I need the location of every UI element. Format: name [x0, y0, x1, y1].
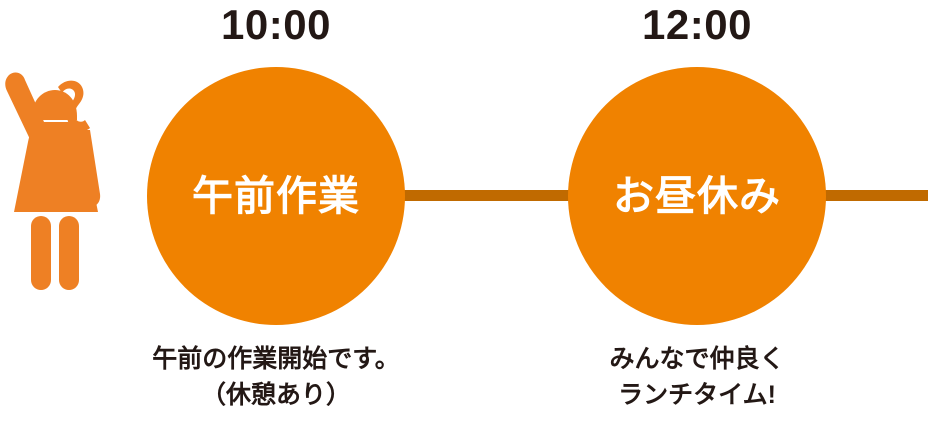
timeline-caption-2-line-1: みんなで仲良く — [609, 345, 785, 373]
time-label-1: 10:00 — [221, 1, 331, 48]
timeline-caption-1: 午前の作業開始です。 （休憩あり） — [126, 341, 426, 414]
connector-line-segment-2 — [818, 190, 928, 201]
timeline-node-2: 12:00 お昼休み みんなで仲良く ランチタイム! — [547, 0, 847, 428]
woman-waving-icon — [4, 72, 108, 294]
timeline-caption-1-line-1: 午前の作業開始です。 — [152, 345, 400, 373]
timeline-bubble-label-1: 午前作業 — [192, 172, 360, 219]
timeline-caption-2-line-2: ランチタイム! — [618, 381, 776, 410]
timeline-node-1: 10:00 午前作業 午前の作業開始です。 （休憩あり） — [126, 0, 426, 428]
timeline-bubble-1[interactable]: 午前作業 — [147, 67, 405, 325]
timeline-caption-2: みんなで仲良く ランチタイム! — [547, 341, 847, 414]
time-label-2: 12:00 — [642, 1, 752, 48]
timeline-bubble-label-2: お昼休み — [613, 172, 781, 219]
timeline-caption-1-line-2: （休憩あり） — [200, 381, 351, 410]
timeline-bubble-2[interactable]: お昼休み — [568, 67, 826, 325]
connector-line-segment-1 — [395, 190, 577, 201]
